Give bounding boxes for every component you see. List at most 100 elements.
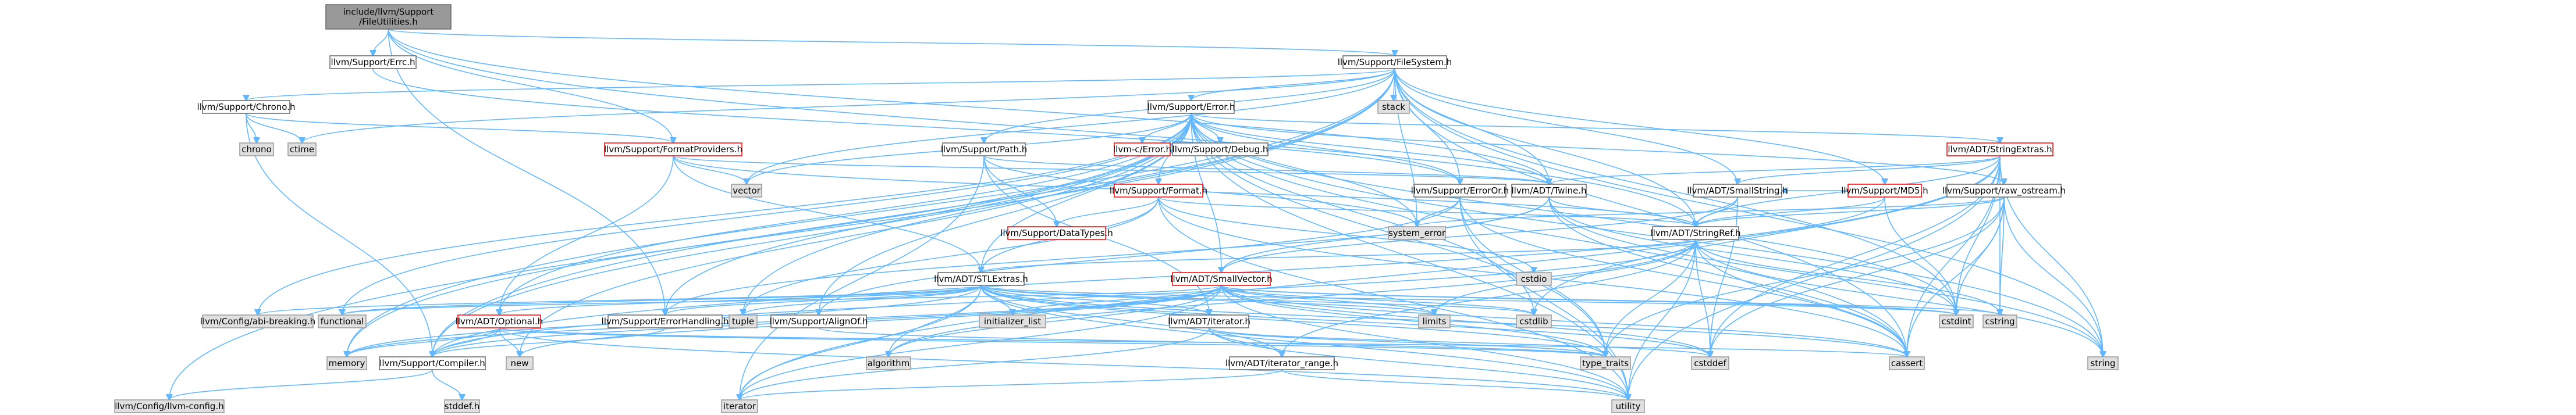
node-error_h[interactable]: llvm/Support/Error.h	[1147, 100, 1235, 114]
edge-filesystem-to-smallstring	[1394, 68, 1738, 184]
node-box	[1413, 184, 1506, 198]
node-label: utility	[1616, 401, 1641, 412]
node-box	[202, 100, 290, 114]
node-box	[770, 314, 867, 328]
node-filesystem[interactable]: llvm/Support/FileSystem.h	[1338, 55, 1452, 69]
edge-twine-to-stringref	[1548, 196, 1696, 227]
node-raw_ostream[interactable]: llvm/Support/raw_ostream.h	[1942, 184, 2066, 198]
node-label: llvm/Support/MD5.h	[1841, 185, 1928, 196]
edge-iterator_range-to-utility	[1281, 369, 1628, 400]
node-label: llvm/Support/FileSystem.h	[1338, 57, 1452, 67]
node-label: llvm/ADT/StringExtras.h	[1948, 144, 2052, 155]
node-datatypes[interactable]: llvm/Support/DataTypes.h	[1000, 226, 1113, 240]
node-label: /FileUtilities.h	[359, 17, 418, 27]
node-label: cstring	[1985, 316, 2014, 327]
edge-filesystem-to-memory	[347, 68, 1395, 357]
node-path_h[interactable]: llvm/Support/Path.h	[941, 142, 1027, 156]
edge-stringref-to-string	[1695, 239, 2103, 357]
node-stringextras[interactable]: llvm/ADT/StringExtras.h	[1946, 142, 2053, 156]
node-iterator_range[interactable]: llvm/ADT/iterator_range.h	[1225, 356, 1338, 370]
node-label: llvm/ADT/SmallVector.h	[1170, 274, 1272, 284]
edge-raw_ostream-to-cstring	[2000, 196, 2005, 315]
edge-optional-to-new	[499, 327, 520, 357]
node-box	[1114, 184, 1203, 198]
edge-stlextras-to-iterator_h	[980, 285, 1209, 315]
node-label: system_error	[1388, 228, 1446, 239]
edge-filesystem-to-vector	[747, 68, 1395, 184]
node-iterator_h[interactable]: llvm/ADT/iterator.h	[1168, 314, 1250, 328]
node-new: new	[506, 356, 534, 370]
node-cassert: cassert	[1889, 356, 1925, 370]
node-label: functional	[321, 316, 364, 327]
node-box	[444, 399, 480, 413]
node-label: iterator	[723, 401, 756, 412]
node-twine[interactable]: llvm/ADT/Twine.h	[1511, 184, 1587, 198]
edge-twine-to-errorhandling	[665, 196, 1550, 315]
node-stddef: stddef.h	[444, 399, 480, 413]
node-errorhandling[interactable]: llvm/Support/ErrorHandling.h	[602, 314, 729, 328]
node-llvmc_error[interactable]: llvm-c/Error.h	[1113, 142, 1171, 156]
node-cstdio: cstdio	[1516, 272, 1552, 286]
node-box	[1418, 314, 1451, 328]
nodes-layer: include/llvm/Support/FileUtilities.h llvm…	[114, 4, 2119, 413]
node-alignof[interactable]: llvm/Support/AlignOf.h	[769, 314, 868, 328]
edge-error_h-to-twine	[1191, 113, 1549, 184]
node-compiler[interactable]: llvm/Support/Compiler.h	[379, 356, 486, 370]
node-label: llvm/Support/Error.h	[1147, 102, 1235, 112]
edge-iterator_h-to-type_traits	[1209, 327, 1605, 357]
edge-path_h-to-datatypes	[983, 155, 1057, 227]
node-ctime: ctime	[287, 142, 317, 156]
node-box	[1652, 226, 1739, 240]
edge-formatproviders-to-stlextras	[673, 155, 981, 273]
node-box	[1946, 184, 2062, 198]
node-label: include/llvm/Support	[343, 7, 434, 17]
node-box	[1946, 142, 2053, 156]
edge-error_h-to-llvmc_error	[1142, 113, 1192, 143]
node-label: llvm/Support/Errc.h	[331, 57, 415, 67]
node-smallstring[interactable]: llvm/ADT/SmallString.h	[1687, 184, 1788, 198]
node-box	[1172, 142, 1269, 156]
node-stringref[interactable]: llvm/ADT/StringRef.h	[1650, 226, 1741, 240]
node-smallvector[interactable]: llvm/ADT/SmallVector.h	[1170, 272, 1273, 286]
edge-error_h-to-cassert	[1191, 113, 1907, 357]
edge-stringref-to-cstring	[1695, 239, 2000, 315]
node-label: llvm/ADT/Optional.h	[456, 316, 543, 327]
node-label: cstdio	[1521, 274, 1547, 284]
node-box	[1982, 314, 2017, 328]
node-formatproviders[interactable]: llvm/Support/FormatProviders.h	[604, 142, 742, 156]
node-cstdint: cstdint	[1939, 314, 1974, 328]
edge-root-to-stringref	[388, 28, 1696, 227]
node-cstdlib: cstdlib	[1516, 314, 1552, 328]
edge-chrono_h-to-formatproviders	[246, 113, 673, 143]
edge-stringref-to-algorithm	[889, 239, 1696, 357]
node-md5[interactable]: llvm/Support/MD5.h	[1841, 184, 1928, 198]
node-box	[326, 356, 367, 370]
node-root[interactable]: include/llvm/Support/FileUtilities.h	[325, 4, 452, 30]
node-errc[interactable]: llvm/Support/Errc.h	[329, 55, 417, 69]
node-optional[interactable]: llvm/ADT/Optional.h	[456, 314, 543, 328]
edge-error_h-to-erroror	[1191, 113, 1460, 184]
node-label: ctime	[290, 144, 314, 155]
edge-error_h-to-errorhandling	[665, 113, 1192, 315]
node-erroror[interactable]: llvm/Support/ErrorOr.h	[1411, 184, 1509, 198]
node-chrono_h[interactable]: llvm/Support/Chrono.h	[197, 100, 296, 114]
node-box	[1889, 356, 1925, 370]
edge-error_h-to-raw_ostream	[1191, 113, 2004, 184]
node-box	[866, 356, 911, 370]
edge-format_h-to-cstdio	[1158, 196, 1534, 273]
edge-filesystem-to-llvm_config	[169, 68, 1395, 400]
edge-stringextras-to-twine	[1549, 155, 2001, 184]
node-box	[1691, 356, 1729, 370]
edge-stringref-to-stlextras	[981, 239, 1696, 273]
edge-smallvector-to-functional	[342, 285, 1222, 315]
edge-twine-to-cassert	[1548, 196, 1907, 357]
node-label: type_traits	[1582, 358, 1629, 369]
node-debug_h[interactable]: llvm/Support/Debug.h	[1172, 142, 1269, 156]
node-stlextras[interactable]: llvm/ADT/STLExtras.h	[934, 272, 1028, 286]
edge-error_h-to-new	[520, 113, 1192, 357]
edge-format_h-to-tuple	[743, 196, 1159, 315]
node-format_h[interactable]: llvm/Support/Format.h	[1110, 184, 1207, 198]
node-box	[1516, 272, 1552, 286]
node-box	[457, 314, 541, 328]
node-label: llvm/ADT/Twine.h	[1511, 185, 1586, 196]
